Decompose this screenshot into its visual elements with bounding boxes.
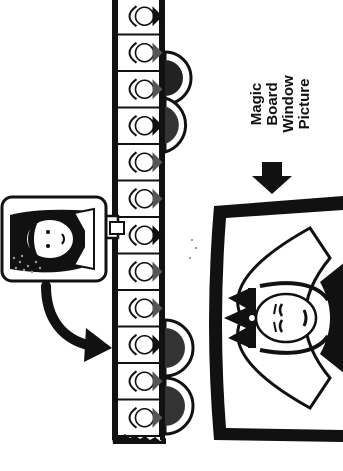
film-frame-hat [152,188,163,209]
film-frame-figure [134,152,155,173]
film-strip-icon [112,0,166,444]
film-frame-figure [134,6,155,27]
film-frame-figure [134,334,155,355]
film-frame-figure [134,371,155,392]
film-frame-body [128,187,138,210]
film-frame-body [128,406,138,429]
film-frame-hat [152,79,163,100]
film-frame-body [128,78,138,101]
film-frame-body [128,333,138,356]
caption-line-2: Board [264,82,281,126]
film-frame-body [128,114,138,137]
film-frame-body [128,224,138,247]
down-arrow-icon [252,162,292,194]
caption-text: Magic Board Window Picture [248,75,313,133]
film-frame-body [128,370,138,393]
film-frame-figure [134,225,155,246]
film-frame-figure [134,42,155,63]
film-frame-hat [152,371,163,392]
film-frame-hat [152,6,163,27]
film-frame-body [128,5,138,28]
film-frame-body [128,151,138,174]
curved-arrow-icon [41,281,112,362]
snow-white-thumbnail-icon [0,195,125,283]
film-frame-hat [152,152,163,173]
film-frame-hat [152,115,163,136]
magic-board-caption: Magic Board Window Picture [236,54,326,154]
caption-line-4: Picture [296,78,313,130]
film-frame-figure [134,115,155,136]
film-frame-figure [134,188,155,209]
caption-line-1: Magic [248,82,265,126]
film-frame-body [128,260,138,283]
film-marker-lower [163,318,195,378]
film-frame-figure [134,298,155,319]
scan-marks [189,239,197,259]
film-frame-hat [152,225,163,246]
film-marker-top [163,50,193,106]
film-frame-body [128,41,138,64]
caption-line-3: Window [280,75,297,133]
film-frame-figure [134,407,155,428]
queen-portrait-icon [209,196,343,442]
film-marker-bottom [163,376,195,436]
film-frame-figure [134,79,155,100]
film-frame-hat [152,334,163,355]
film-frames [116,0,163,437]
film-frame-figure [134,261,155,282]
film-frame-hat [152,298,163,319]
film-frame-hat [152,42,163,63]
film-frame-hat [152,261,163,282]
film-marker-middle [163,96,188,154]
film-frame-body [128,297,138,320]
film-frame-hat [152,407,163,428]
